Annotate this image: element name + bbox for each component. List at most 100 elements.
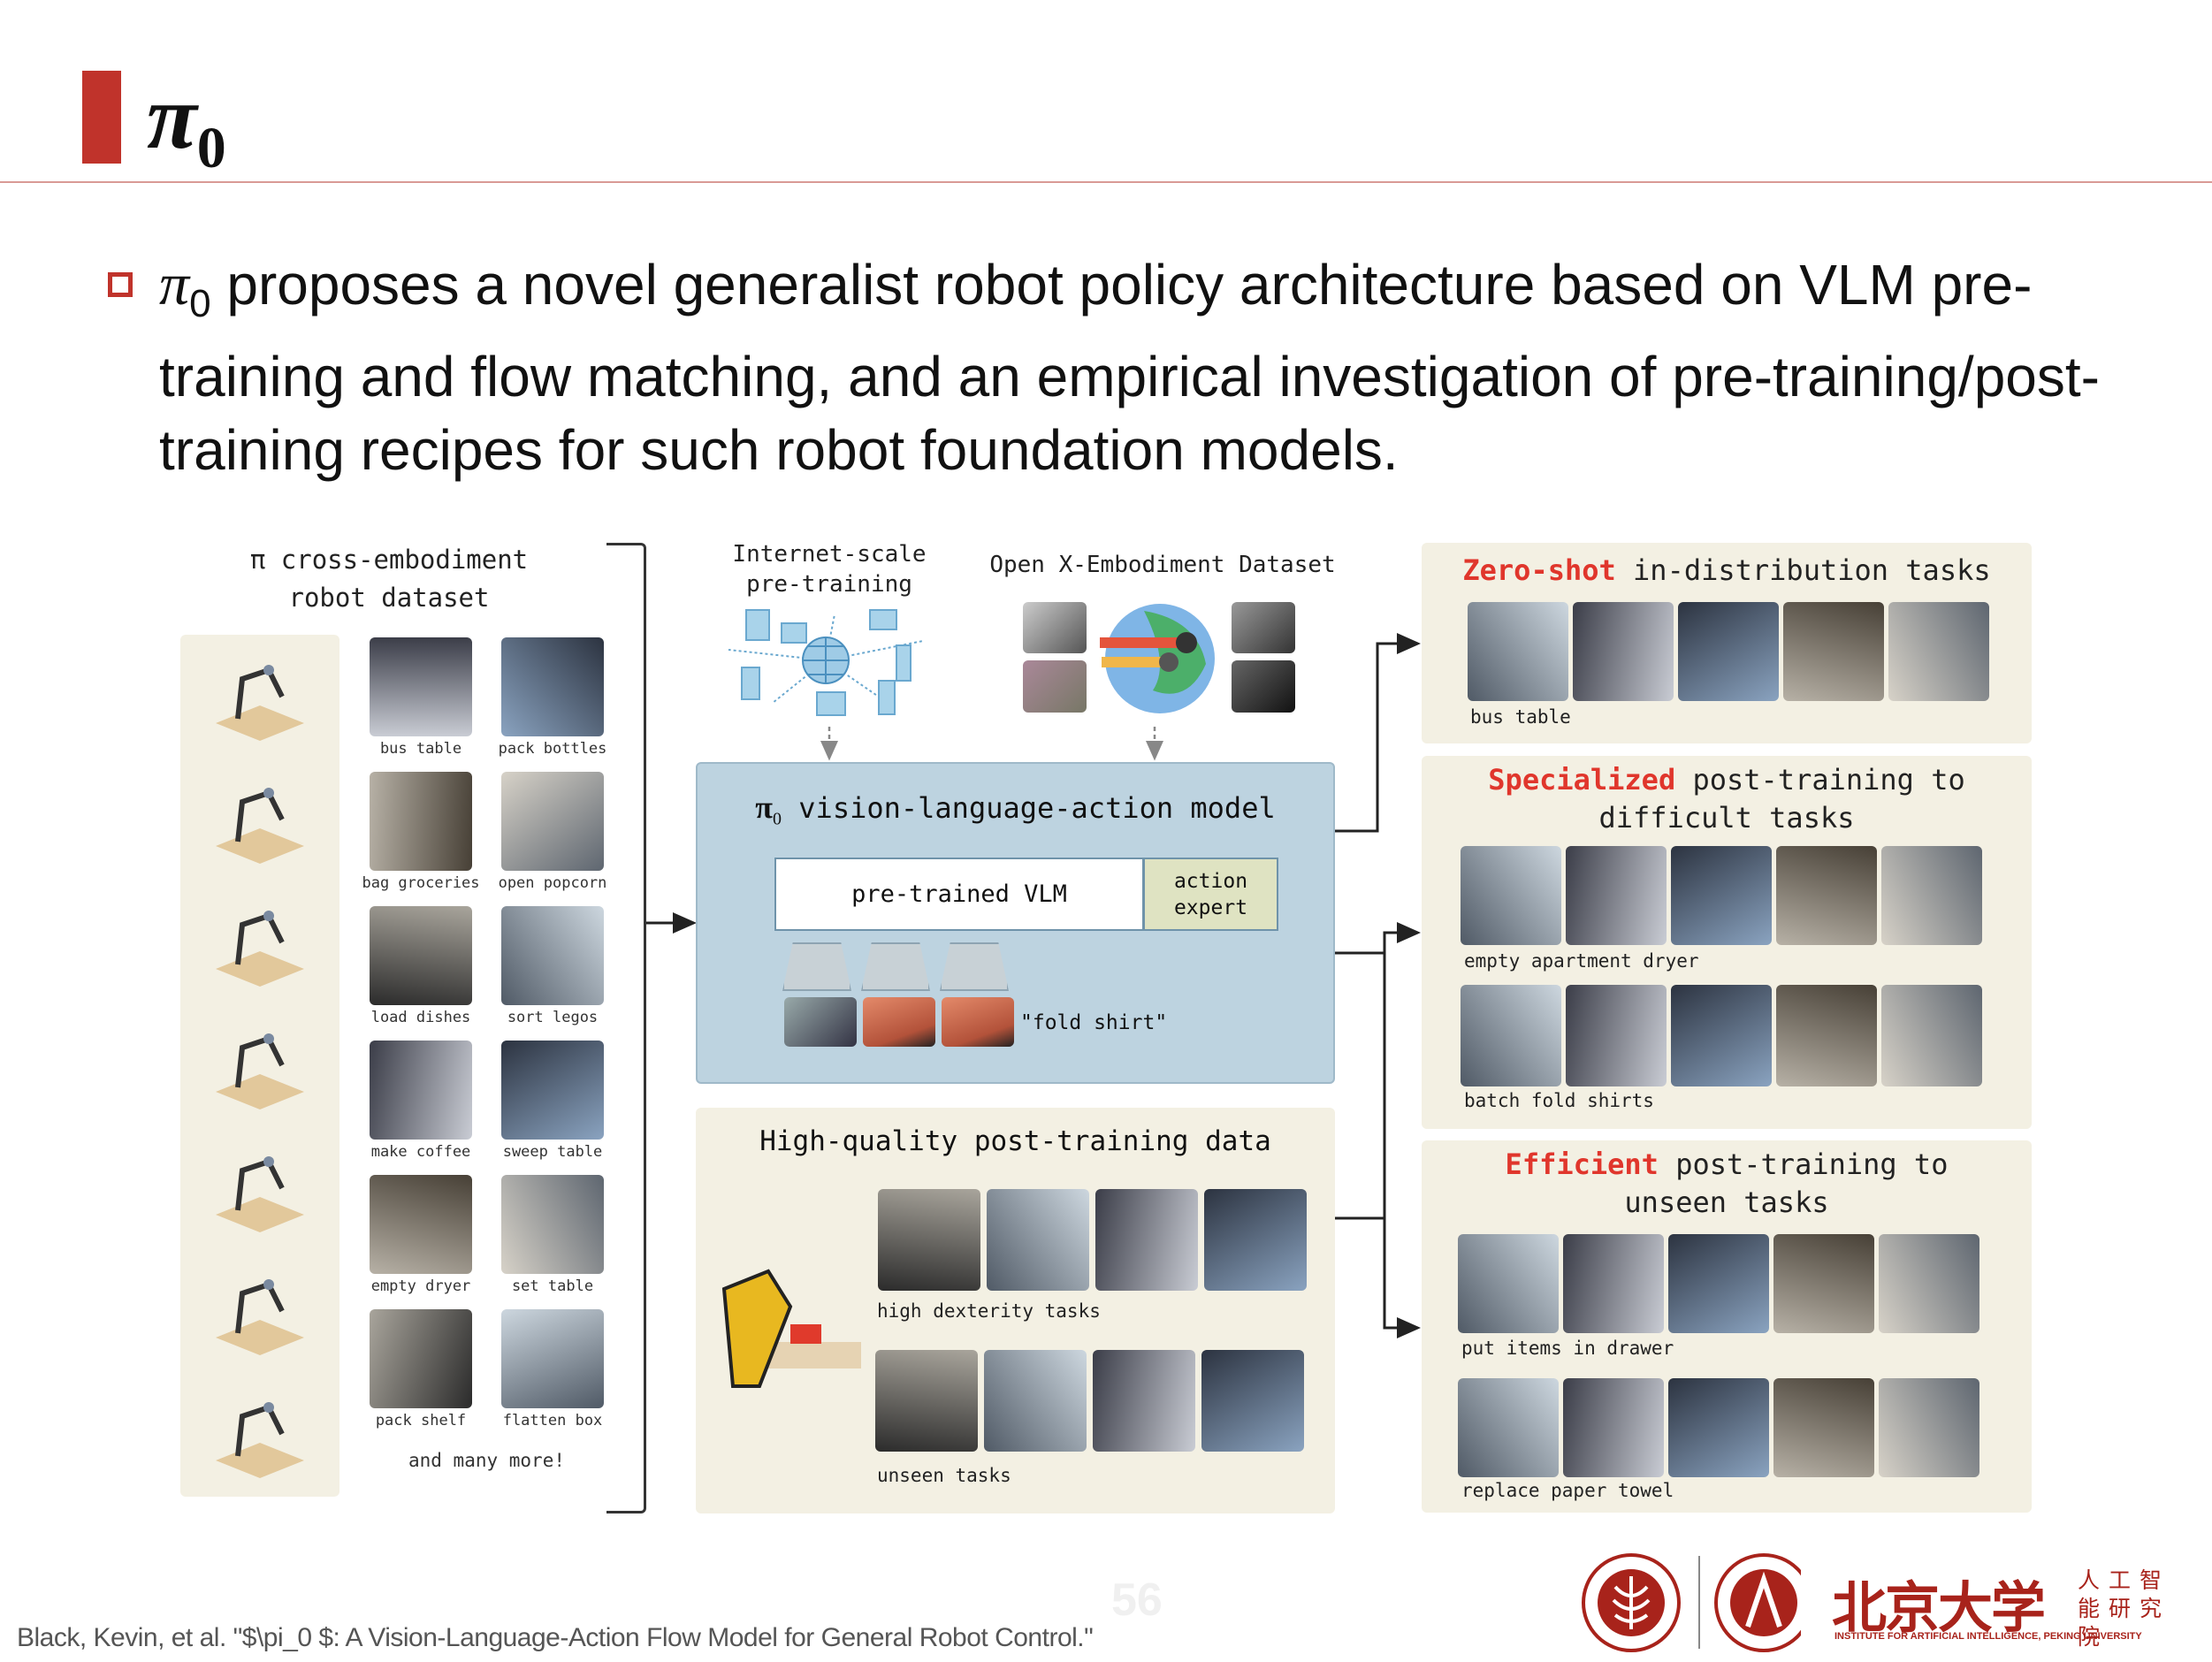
action-expert-line1: action (1173, 870, 1248, 893)
action-expert-block: action expert (1143, 858, 1278, 931)
robot-arm-image (721, 1269, 861, 1388)
bullet-body: proposes a novel generalist robot policy… (159, 253, 2100, 482)
robot-platform-image (216, 788, 304, 864)
vla-title-text: vision-language-action model (782, 791, 1276, 825)
high-dexterity-frame (987, 1189, 1089, 1291)
robot-platform-image (216, 1156, 304, 1232)
zero-shot-frame (1888, 602, 1989, 701)
unseen-task-frame (1201, 1350, 1304, 1452)
task-thumbnail (501, 906, 604, 1005)
task-thumbnail (370, 1309, 472, 1408)
robot-platform-image (216, 665, 304, 741)
specialized-row1-label: empty apartment dryer (1464, 950, 1699, 972)
institute-name-cn: 人工智能研究院 (2078, 1568, 2171, 1650)
dryer-frame (1566, 846, 1667, 945)
efficient-highlight: Efficient (1505, 1147, 1659, 1181)
efficient-row2-label: replace paper towel (1461, 1480, 1674, 1501)
pku-logo-wordmark: 北京大学 (1832, 1575, 2046, 1640)
pretrained-vlm-block: pre-trained VLM (774, 858, 1144, 931)
pku-logos (1582, 1553, 1801, 1652)
robot-platforms-column (180, 635, 339, 1497)
hq-row2-label: unseen tasks (877, 1465, 1011, 1486)
task-label: sweep table (502, 1143, 603, 1161)
zero-shot-frame (1783, 602, 1884, 701)
bullet-text: π0 proposes a novel generalist robot pol… (159, 248, 2131, 487)
specialized-title-rest: post-training to (1675, 763, 1965, 797)
paper-towel-frame (1458, 1378, 1559, 1477)
internet-label-line1: Internet-scale (732, 541, 927, 568)
prompt-text: "fold shirt" (1020, 1011, 1168, 1034)
task-label: open popcorn (498, 874, 607, 892)
task-thumbnail (501, 637, 604, 736)
paper-towel-frame (1563, 1378, 1664, 1477)
citation: Black, Kevin, et al. "$\pi_0 $: A Vision… (17, 1623, 1094, 1652)
task-label: sort legos (507, 1009, 599, 1026)
title-accent-bar (82, 71, 121, 164)
title-symbol: π (147, 66, 197, 168)
zero-shot-row1-label: bus table (1470, 706, 1571, 728)
paper-towel-frame (1668, 1378, 1769, 1477)
vla-model-panel: π0 vision-language-action model pre-trai… (696, 762, 1335, 1084)
institute-name-en: INSTITUTE FOR ARTIFICIAL INTELLIGENCE, P… (1834, 1631, 2142, 1642)
action-expert-line2: expert (1173, 896, 1248, 919)
vla-title-symbol: π (755, 789, 774, 825)
zero-shot-highlight: Zero-shot (1462, 553, 1616, 587)
openx-image (1023, 602, 1087, 653)
camera-frame (942, 997, 1014, 1047)
unseen-task-frame (875, 1350, 978, 1452)
unseen-task-frame (1093, 1350, 1195, 1452)
slide-title: π0 (147, 69, 226, 197)
title-divider (0, 181, 2212, 183)
fold-shirts-frame (1881, 985, 1982, 1086)
more-tasks-label: and many more! (408, 1450, 565, 1471)
task-thumbnail (370, 1175, 472, 1274)
paper-towel-frame (1879, 1378, 1979, 1477)
bullet-square-icon (108, 272, 133, 297)
page-number: 56 (1111, 1574, 1163, 1626)
task-label: empty dryer (370, 1277, 471, 1295)
robot-platform-image (216, 911, 304, 987)
world-globe-icon (1100, 604, 1215, 713)
dryer-frame (1461, 846, 1561, 945)
task-thumbnail (501, 772, 604, 871)
efficient-title-line2: unseen tasks (1624, 1186, 1829, 1219)
hq-row1-label: high dexterity tasks (877, 1300, 1101, 1322)
specialized-row2-label: batch fold shirts (1464, 1090, 1654, 1111)
zero-shot-frame (1678, 602, 1779, 701)
arrow-to-zero-shot (1335, 633, 1421, 833)
arrow-to-efficient (1335, 1216, 1421, 1338)
fold-shirts-frame (1566, 985, 1667, 1086)
title-subscript: 0 (196, 116, 226, 180)
task-thumbnail (370, 1041, 472, 1140)
robot-platform-image (216, 1279, 304, 1355)
task-label: bus table (379, 740, 462, 758)
arrow-to-specialized (1335, 922, 1421, 955)
dryer-frame (1881, 846, 1982, 945)
drawer-frame (1879, 1234, 1979, 1333)
image-encoder-shape (782, 942, 851, 991)
zero-shot-frame (1573, 602, 1674, 701)
dryer-frame (1671, 846, 1772, 945)
camera-frame (863, 997, 935, 1047)
drawer-frame (1563, 1234, 1664, 1333)
fold-shirts-frame (1671, 985, 1772, 1086)
dryer-frame (1776, 846, 1877, 945)
task-thumbnail (501, 1041, 604, 1140)
post-training-data-panel: High-quality post-training data high dex… (696, 1108, 1335, 1513)
paper-towel-frame (1773, 1378, 1874, 1477)
dataset-title-line2: robot dataset (288, 583, 490, 613)
task-label: pack bottles (498, 740, 607, 758)
drawer-frame (1668, 1234, 1769, 1333)
task-label: flatten box (502, 1412, 603, 1429)
robot-platform-image (216, 1033, 304, 1109)
task-thumbnail (370, 906, 472, 1005)
task-label: pack shelf (375, 1412, 467, 1429)
task-thumbnail (370, 772, 472, 871)
image-encoder-shape (861, 942, 930, 991)
high-dexterity-frame (1204, 1189, 1307, 1291)
drawer-frame (1773, 1234, 1874, 1333)
openx-label: Open X-Embodiment Dataset (989, 552, 1336, 578)
